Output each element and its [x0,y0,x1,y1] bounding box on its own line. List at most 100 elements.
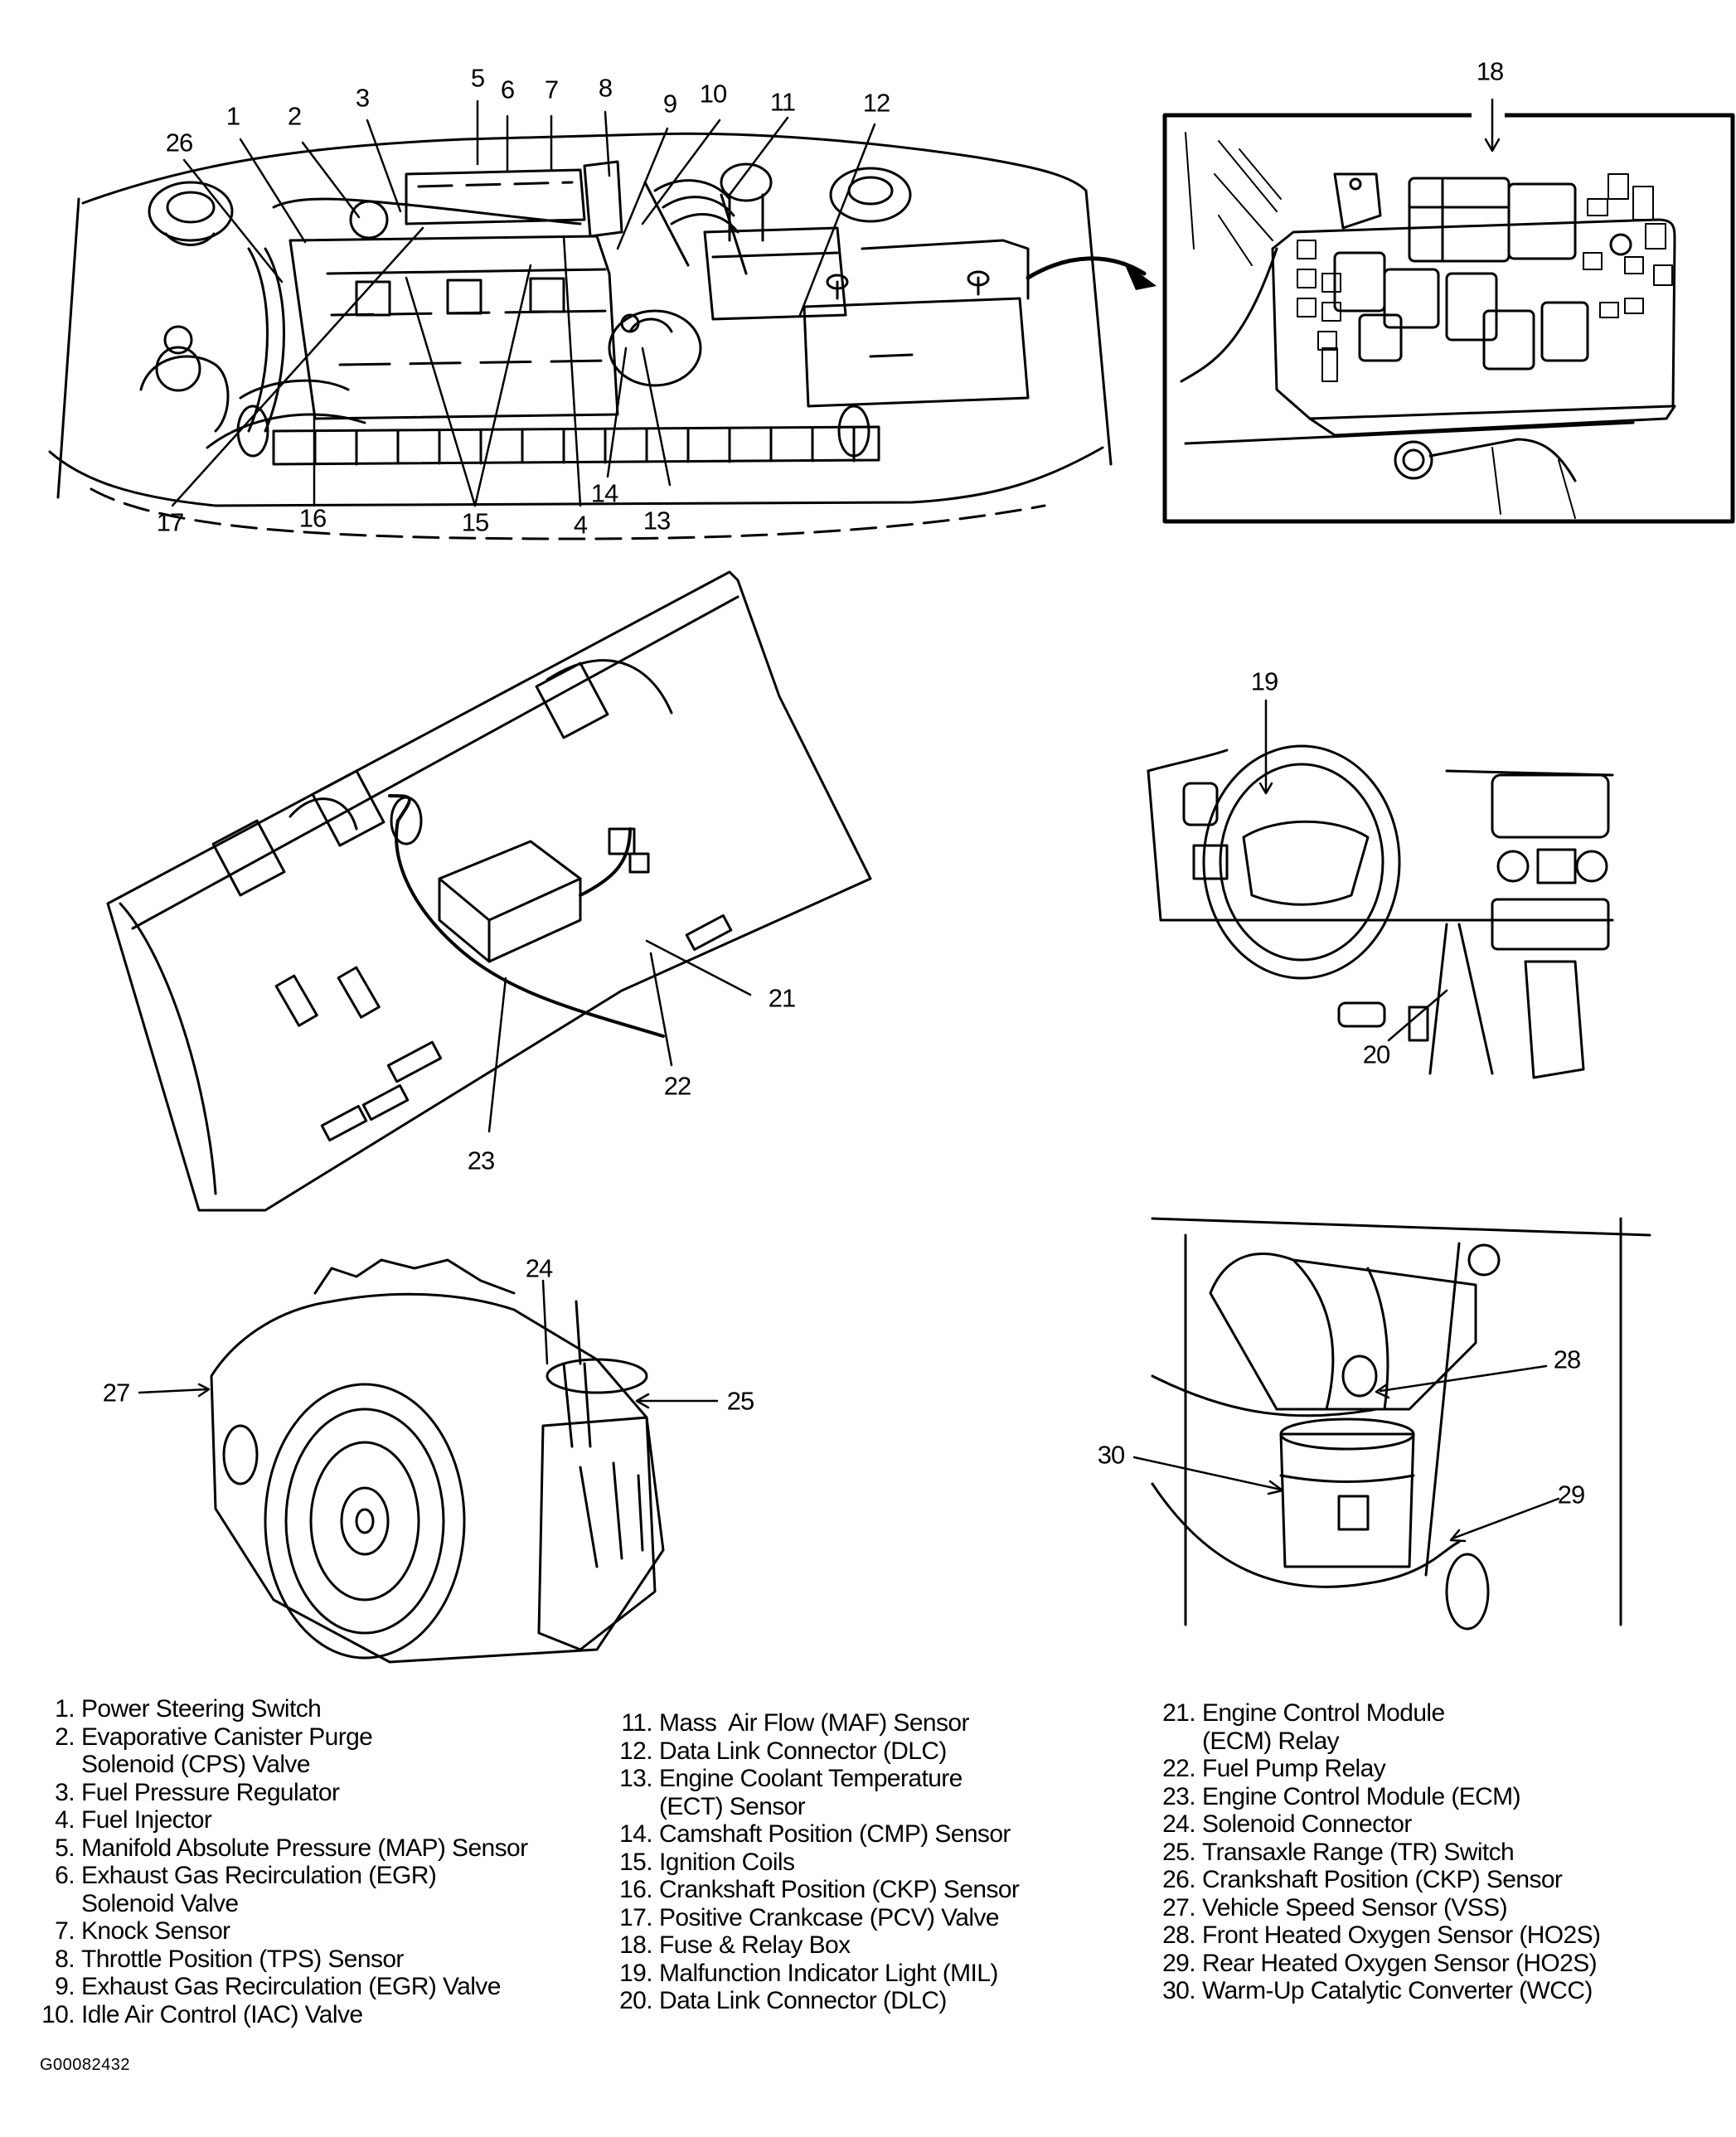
legend-item: 28.Front Heated Oxygen Sensor (HO2S) [1144,1921,1601,1950]
callout-8: 8 [598,73,613,103]
legend-item-label: Crankshaft Position (CKP) Sensor [1202,1866,1563,1893]
legend-item: 22.Fuel Pump Relay [1144,1755,1600,1783]
legend-item-label: Front Heated Oxygen Sensor (HO2S) [1202,1921,1601,1949]
firewall-leader-lines [489,941,750,1131]
legend-item-label: Data Link Connector (DLC) [659,1987,947,2014]
engine-bay-drawing [50,133,1111,539]
legend-item-number: 19. [619,1959,653,1987]
legend-item-number: 11. [621,1709,652,1737]
callout-21: 21 [768,983,796,1013]
legend-item: 7.Knock Sensor [23,1917,528,1946]
legend-item-label: Fuel Injector [81,1806,212,1834]
legend-item-number [23,1890,81,1918]
legend-item: 9.Exhaust Gas Recirculation (EGR) Valve [23,1973,528,2001]
legend-item-label: Positive Crankcase (PCV) Valve [659,1903,1000,1931]
legend-item-continuation: (ECM) Relay [1144,1728,1600,1756]
callout-24: 24 [525,1253,553,1283]
legend-item-label: Engine Control Module (ECM) [1202,1782,1521,1810]
legend-item-label: Idle Air Control (IAC) Valve [81,2000,363,2028]
legend-item: 15.Ignition Coils [601,1849,1019,1877]
legend-item: 17.Positive Crankcase (PCV) Valve [601,1904,1019,1932]
callout-9: 9 [662,89,677,119]
legend-item: 27.Vehicle Speed Sensor (VSS) [1144,1894,1600,1922]
legend-item-number: 16. [619,1876,653,1903]
legend-item: 23.Engine Control Module (ECM) [1144,1783,1600,1811]
legend-item-number: 21. [1162,1699,1196,1727]
legend-item-label: Data Link Connector (DLC) [659,1737,947,1765]
callout-14: 14 [590,478,618,508]
callout-13: 13 [643,506,671,535]
legend-item-label: Vehicle Speed Sensor (VSS) [1202,1893,1508,1921]
callout-7: 7 [544,75,559,104]
legend-item: 13.Engine Coolant Temperature [601,1765,1019,1793]
callout-23: 23 [467,1146,495,1175]
callout-17: 17 [156,507,184,537]
legend-item-number: 25. [1162,1838,1196,1866]
callout-2: 2 [287,101,302,131]
legend-item-number: 30. [1162,1977,1196,2004]
callout-5: 5 [470,63,485,93]
legend-item-label: Manifold Absolute Pressure (MAP) Sensor [81,1834,528,1862]
legend-item-number: 10. [41,2000,75,2028]
callout-6: 6 [500,75,515,104]
engine-bay-leader-lines [172,101,875,506]
fuse-relay-box-drawing [1165,109,1733,521]
legend-item: 6.Exhaust Gas Recirculation (EGR) [23,1862,528,1890]
callout-25: 25 [726,1386,754,1416]
legend-item-label: Power Steering Switch [81,1695,322,1723]
legend-item-number: 24. [1162,1810,1196,1838]
legend-item: 24.Solenoid Connector [1144,1810,1600,1839]
legend-item-label: Evaporative Canister Purge [81,1723,373,1751]
legend-item: 19.Malfunction Indicator Light (MIL) [601,1960,1019,1988]
inset-pointer-arrow [1028,259,1144,278]
legend-item-number [23,1751,81,1779]
callout-18: 18 [1476,56,1504,86]
legend-item-label: Camshaft Position (CMP) Sensor [659,1820,1011,1848]
legend-item: 1.Power Steering Switch [23,1695,528,1723]
legend-item-label: Crankshaft Position (CKP) Sensor [659,1876,1020,1903]
instrument-panel-drawing [1148,746,1612,1078]
legend-item: 20.Data Link Connector (DLC) [601,1987,1019,2015]
legend-item: 10.Idle Air Control (IAC) Valve [23,2001,528,2029]
exhaust-leader-lines [1134,1366,1559,1541]
legend-item-continuation: (ECT) Sensor [601,1793,1019,1821]
legend-item-number: 20. [619,1987,653,2014]
legend-item-number: 1. [55,1695,75,1723]
legend-item-number: 22. [1162,1755,1196,1782]
legend-item-label: Solenoid Connector [1202,1810,1412,1838]
legend-item-number: 12. [619,1737,653,1765]
callout-30: 30 [1097,1440,1125,1470]
callout-12: 12 [862,88,890,118]
legend-item-label: Fuel Pressure Regulator [81,1778,340,1806]
legend-item-label: Knock Sensor [81,1917,230,1945]
legend-item: 14.Camshaft Position (CMP) Sensor [601,1820,1019,1849]
legend-item: 11.Mass Air Flow (MAF) Sensor [601,1709,1019,1737]
callout-11: 11 [769,87,796,117]
legend-item-number: 3. [55,1778,75,1806]
legend-item-label: Rear Heated Oxygen Sensor (HO2S) [1202,1949,1598,1977]
legend-item-number: 18. [619,1931,653,1959]
legend-item: 5.Manifold Absolute Pressure (MAP) Senso… [23,1834,528,1863]
legend-item: 16.Crankshaft Position (CKP) Sensor [601,1876,1020,1904]
callout-10: 10 [699,79,727,109]
legend-item: 8.Throttle Position (TPS) Sensor [23,1946,528,1974]
legend-item-continuation: Solenoid Valve [23,1890,528,1918]
firewall-drawing [108,572,870,1210]
legend-item: 21.Engine Control Module [1144,1699,1600,1728]
legend-item-label: Mass Air Flow (MAF) Sensor [659,1709,969,1737]
legend-item-number: 28. [1162,1921,1196,1949]
transaxle-leader-lines [139,1281,717,1408]
legend-item-number: 8. [55,1945,75,1973]
legend-item-number: 13. [619,1765,653,1792]
legend-item-label: Engine Coolant Temperature [659,1765,963,1792]
legend-item-label: Throttle Position (TPS) Sensor [81,1945,404,1973]
legend-item: 25.Transaxle Range (TR) Switch [1144,1839,1600,1867]
legend-item-number: 23. [1162,1782,1196,1810]
callout-16: 16 [298,503,327,533]
callout-29: 29 [1557,1480,1585,1509]
legend-item-number: 29. [1162,1949,1196,1977]
legend-item-label: Exhaust Gas Recirculation (EGR) [81,1862,437,1889]
legend-item-label: Malfunction Indicator Light (MIL) [659,1959,998,1987]
